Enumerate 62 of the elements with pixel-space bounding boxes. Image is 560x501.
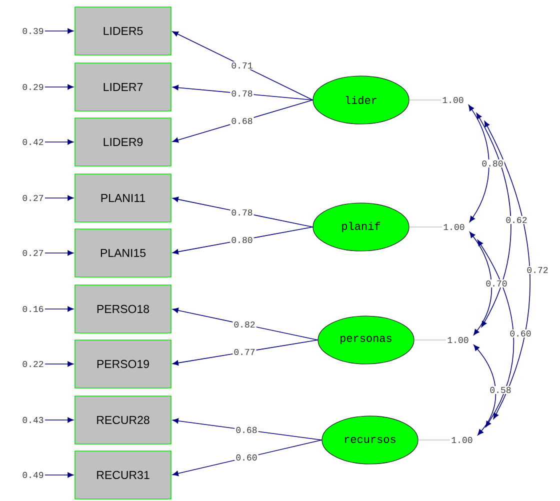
- arrow: [44, 28, 74, 34]
- edge-label: 0.77: [232, 348, 256, 356]
- arrow: [172, 308, 318, 340]
- indicator-box: RECUR28: [74, 396, 172, 444]
- indicator-box: LIDER9: [74, 118, 172, 166]
- double-headed-arrow: [468, 104, 490, 222]
- indicator-box: PERSO19: [74, 340, 172, 388]
- edge-label: 0.80: [230, 236, 254, 244]
- variance-label: 1.00: [444, 224, 464, 230]
- indicator-box: LIDER5: [74, 6, 172, 56]
- edge-label: 0.58: [488, 386, 512, 394]
- arrow: [172, 340, 318, 366]
- edge-label: 0.71: [230, 61, 254, 70]
- arrow: [44, 306, 74, 312]
- indicator-box: LIDER7: [74, 62, 172, 112]
- arrow: [44, 472, 74, 478]
- arrow: [44, 195, 74, 201]
- indicator-box: PLANI11: [74, 174, 172, 222]
- error-variance-label: 0.27: [22, 250, 44, 256]
- variance-label: 1.00: [448, 336, 468, 344]
- arrow: [172, 226, 314, 254]
- error-variance-label: 0.22: [22, 360, 44, 368]
- edge-label: 0.82: [232, 320, 256, 329]
- double-headed-arrow: [477, 240, 514, 428]
- double-headed-arrow: [484, 120, 530, 420]
- arrow: [44, 250, 74, 256]
- arrow: [172, 84, 314, 100]
- arrow: [172, 196, 314, 228]
- variance-label: 1.00: [442, 96, 464, 104]
- indicator-box: PLANI15: [74, 228, 172, 278]
- edge-label: 0.78: [230, 89, 254, 98]
- double-headed-arrow: [476, 112, 512, 328]
- edge-label: 0.68: [234, 426, 258, 434]
- arrow: [44, 361, 74, 367]
- error-variance-label: 0.29: [22, 84, 44, 90]
- arrow: [172, 418, 322, 440]
- arrow: [172, 100, 314, 143]
- edge-label: 0.72: [526, 266, 550, 274]
- arrow: [172, 31, 314, 100]
- arrow: [172, 440, 322, 476]
- indicator-box: PERSO18: [74, 284, 172, 334]
- edge-label: 0.68: [230, 116, 254, 126]
- double-headed-arrow: [474, 344, 496, 436]
- edge-label: 0.60: [508, 329, 532, 338]
- error-variance-label: 0.43: [22, 416, 44, 424]
- error-variance-label: 0.39: [22, 28, 44, 34]
- error-variance-label: 0.42: [22, 138, 44, 146]
- arrow: [44, 84, 74, 90]
- error-variance-label: 0.16: [22, 306, 44, 312]
- edge-label: 0.62: [504, 216, 528, 224]
- edge-label: 0.78: [230, 208, 254, 217]
- arrow: [44, 139, 74, 145]
- variance-label: 1.00: [452, 436, 472, 444]
- edge-label: 0.60: [234, 453, 258, 462]
- edge-label: 0.80: [480, 159, 504, 168]
- error-variance-label: 0.27: [22, 194, 44, 202]
- indicator-box: RECUR31: [74, 450, 172, 500]
- connector-line: [408, 226, 442, 228]
- error-variance-label: 0.49: [22, 472, 44, 478]
- double-headed-arrow: [469, 232, 492, 336]
- edge-label: 0.70: [484, 279, 508, 288]
- arrow: [44, 417, 74, 423]
